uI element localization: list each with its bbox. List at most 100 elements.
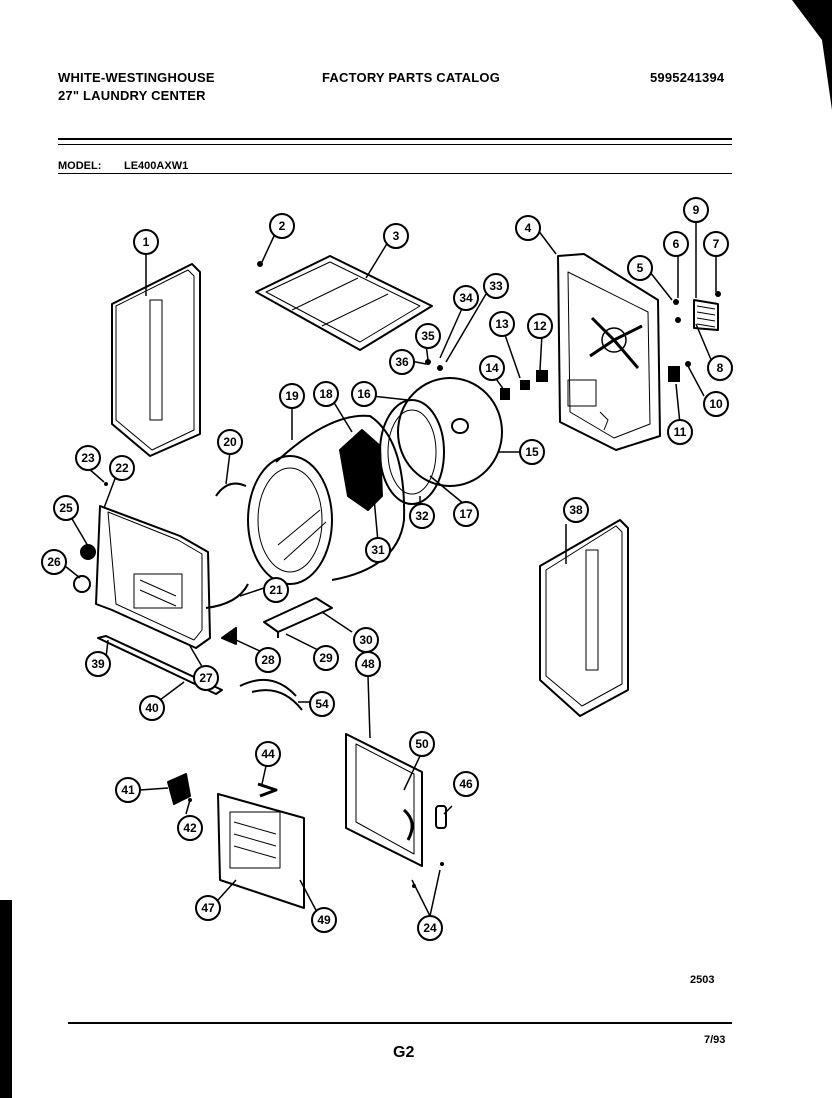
callout-22: 22: [109, 455, 135, 481]
header-rule: [58, 138, 732, 140]
part-hinge: [167, 773, 191, 805]
callout-42-text: 42: [183, 821, 197, 835]
callout-26: 26: [41, 549, 67, 575]
callout-40-text: 40: [145, 701, 159, 715]
callout-20: 20: [217, 429, 243, 455]
callout-25-text: 25: [59, 501, 73, 515]
callout-27: 27: [193, 665, 219, 691]
callout-8: 8: [707, 355, 733, 381]
callout-17: 17: [453, 501, 479, 527]
part-latch: [435, 805, 447, 829]
callout-34-text: 34: [459, 291, 473, 305]
callout-13-text: 13: [495, 317, 509, 331]
callout-19-text: 19: [285, 389, 299, 403]
part-rear-bulkhead: [397, 377, 503, 487]
callout-34: 34: [453, 285, 479, 311]
model-value: LE400AXW1: [124, 160, 189, 172]
part-side-panel-right: [539, 519, 629, 717]
callout-11: 11: [667, 419, 693, 445]
callout-11-text: 11: [674, 425, 687, 439]
callout-38: 38: [563, 497, 589, 523]
callout-44-text: 44: [261, 747, 275, 761]
callout-50: 50: [409, 731, 435, 757]
brand-line-2: 27" LAUNDRY CENTER: [58, 88, 206, 103]
part-side-panel-left: [111, 263, 201, 457]
callout-25: 25: [53, 495, 79, 521]
callout-32: 32: [409, 503, 435, 529]
callout-54-text: 54: [315, 697, 329, 711]
callout-7: 7: [703, 231, 729, 257]
catalog-title: FACTORY PARTS CATALOG: [322, 70, 501, 85]
callout-49: 49: [311, 907, 337, 933]
part-toe-panel: [97, 635, 223, 695]
part-drum-baffle: [339, 429, 383, 511]
callout-2-text: 2: [279, 219, 286, 233]
callout-18: 18: [313, 381, 339, 407]
callout-41-text: 41: [121, 783, 135, 797]
callout-24: 24: [417, 915, 443, 941]
callout-3: 3: [383, 223, 409, 249]
callout-4-text: 4: [525, 221, 532, 235]
part-top-panel: [255, 255, 433, 351]
callout-39: 39: [85, 651, 111, 677]
callout-6: 6: [663, 231, 689, 257]
part-door-frame: [345, 733, 423, 867]
callout-13: 13: [489, 311, 515, 337]
callout-31: 31: [365, 537, 391, 563]
part-lint-duct: [263, 597, 333, 638]
part-hose-20: [215, 482, 247, 497]
callout-12: 12: [527, 313, 553, 339]
callout-1: 1: [133, 229, 159, 255]
callout-28: 28: [255, 647, 281, 673]
callout-54: 54: [309, 691, 335, 717]
header-rule-thin: [58, 144, 732, 145]
callout-36: 36: [389, 349, 415, 375]
part-clip: [221, 627, 237, 645]
callout-12-text: 12: [533, 319, 547, 333]
part-vent-grille: [693, 299, 719, 331]
callout-22-text: 22: [115, 461, 129, 475]
callout-40: 40: [139, 695, 165, 721]
callout-6-text: 6: [673, 237, 680, 251]
callout-19: 19: [279, 383, 305, 409]
model-label: MODEL:: [58, 160, 102, 172]
callout-30-text: 30: [359, 633, 373, 647]
callout-35-text: 35: [421, 329, 435, 343]
callout-26-text: 26: [47, 555, 61, 569]
part-door-outer: [217, 793, 305, 909]
callout-17-text: 17: [459, 507, 473, 521]
callout-29: 29: [313, 645, 339, 671]
callout-3-text: 3: [393, 229, 400, 243]
callout-7-text: 7: [713, 237, 720, 251]
callout-44: 44: [255, 741, 281, 767]
part-knob: [73, 544, 96, 593]
callout-46: 46: [453, 771, 479, 797]
callout-33-text: 33: [489, 279, 503, 293]
callout-15-text: 15: [525, 445, 539, 459]
callout-31-text: 31: [371, 543, 385, 557]
callout-1-text: 1: [143, 235, 150, 249]
scan-edge-bar: [0, 900, 12, 1098]
callout-47: 47: [195, 895, 221, 921]
callout-29-text: 29: [319, 651, 333, 665]
callout-16-text: 16: [357, 387, 371, 401]
callout-18-text: 18: [319, 387, 333, 401]
callout-24-text: 24: [423, 921, 437, 935]
part-seal-ring: [379, 399, 445, 505]
part-callouts: 1 2 3 4 5 6 7 8 9 10 11 12 13 14 15 16 1…: [41, 197, 733, 941]
callout-46-text: 46: [459, 777, 473, 791]
part-front-panel: [95, 505, 211, 649]
part-rear-panel: [557, 253, 661, 451]
part-wire-harness: [239, 679, 303, 711]
callout-28-text: 28: [261, 653, 275, 667]
callout-35: 35: [415, 323, 441, 349]
callout-21-text: 21: [269, 583, 283, 597]
callout-10: 10: [703, 391, 729, 417]
revision-date: 7/93: [704, 1034, 726, 1046]
callout-47-text: 47: [201, 901, 215, 915]
page-corner-shadow: [792, 0, 832, 110]
callout-14-text: 14: [485, 361, 499, 375]
leader-lines: [59, 218, 717, 917]
callout-9: 9: [683, 197, 709, 223]
